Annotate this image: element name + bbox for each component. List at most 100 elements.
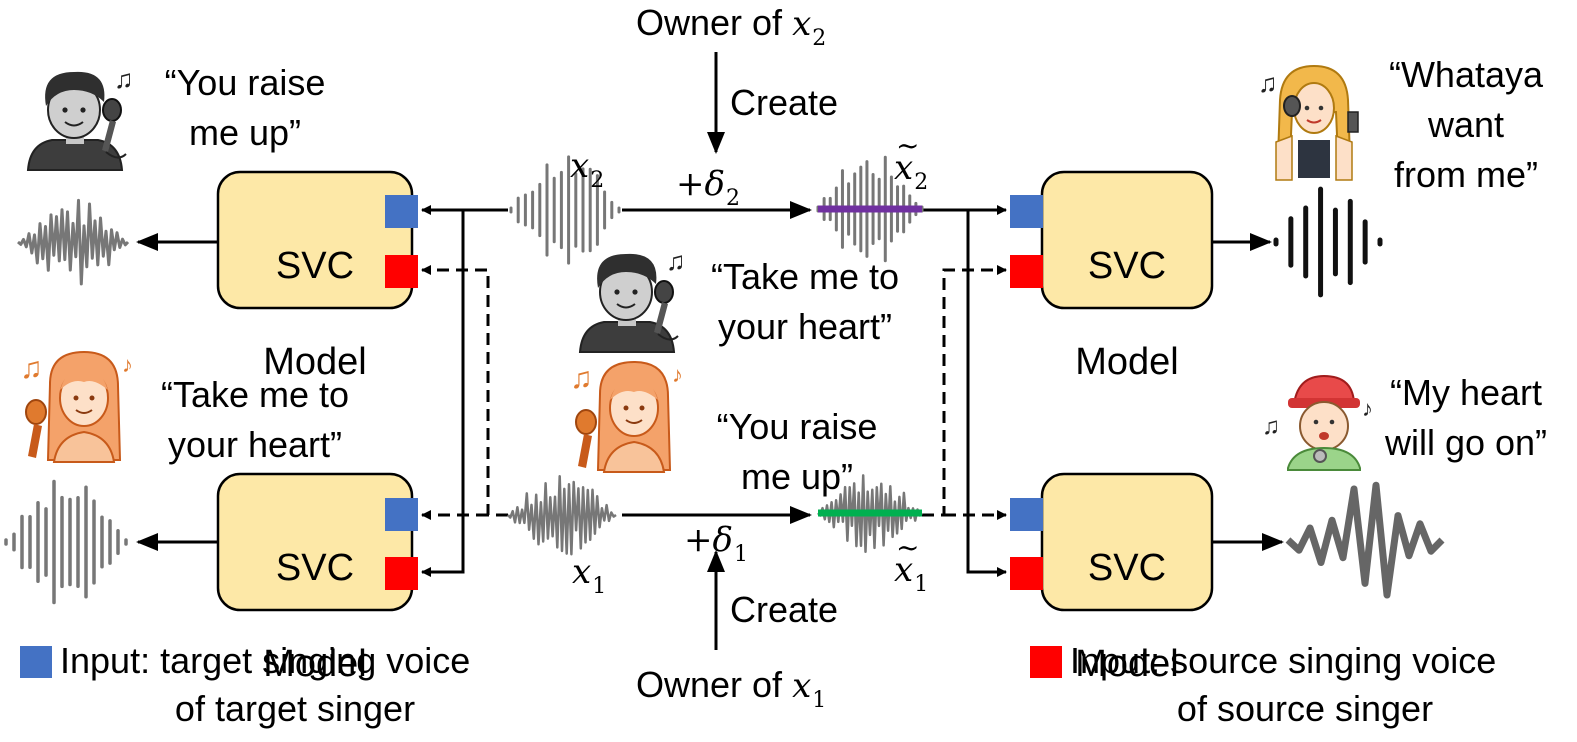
lyric-line: “Take me to bbox=[710, 256, 900, 297]
svc-model-box-top-left bbox=[216, 170, 414, 310]
owner-label-top: Owner of x2 bbox=[636, 0, 827, 51]
lyric-line: from me” bbox=[1394, 154, 1538, 195]
legend-red-line1: Input: source singing voice bbox=[1070, 640, 1497, 681]
signal-x1-tilde: x1 bbox=[894, 528, 929, 597]
model-label-line1: SVC bbox=[275, 547, 355, 589]
lyric-line: “Take me to bbox=[160, 374, 350, 415]
delta1-label: +δ1 bbox=[684, 520, 748, 567]
left-connectors bbox=[421, 205, 508, 577]
svg-text:♫: ♫ bbox=[570, 362, 593, 395]
svg-text:♫: ♫ bbox=[114, 64, 134, 94]
lyric-line: want bbox=[1427, 104, 1505, 145]
svc-model-label: SVC Model bbox=[1042, 194, 1212, 434]
female-singer-icon: ♫ ♪ bbox=[570, 360, 683, 473]
var: x bbox=[894, 528, 920, 590]
legend-swatch-red bbox=[1030, 646, 1062, 678]
blonde-singer-icon: ♫ bbox=[1258, 64, 1359, 181]
svg-text:♫: ♫ bbox=[1262, 413, 1280, 440]
signal-x2: x2 bbox=[570, 146, 605, 193]
model-label-line1: SVC bbox=[1087, 547, 1167, 589]
svg-text:♫: ♫ bbox=[666, 246, 686, 276]
waveform-trace bbox=[507, 475, 617, 556]
owner-var: x bbox=[792, 4, 812, 44]
red-input-port bbox=[1010, 557, 1043, 590]
blue-input-port bbox=[385, 195, 418, 228]
sub: 1 bbox=[914, 572, 929, 597]
sub: 2 bbox=[914, 170, 929, 195]
svc-model-label: SVC Model bbox=[218, 496, 412, 736]
svc-model-box-top-right bbox=[1040, 170, 1214, 310]
legend-swatch-blue bbox=[20, 646, 52, 678]
lyric-mid-right: “My heart will go on” bbox=[1366, 368, 1566, 468]
legend-blue-line1: Input: target singing voice bbox=[60, 640, 471, 681]
model-label-line1: SVC bbox=[275, 245, 355, 287]
legend-blue-line2: of target singer bbox=[174, 688, 416, 729]
svg-text:♫: ♫ bbox=[20, 352, 43, 385]
sub: 1 bbox=[592, 574, 607, 599]
svg-text:♪: ♪ bbox=[672, 362, 683, 387]
svc-model-label: SVC Model bbox=[1042, 496, 1212, 736]
lyric-line: me up” bbox=[740, 456, 854, 497]
red-input-port bbox=[385, 557, 418, 590]
owner-prefix: Owner of bbox=[636, 664, 783, 705]
op: + bbox=[676, 164, 705, 204]
lyric-line: will go on” bbox=[1384, 422, 1548, 463]
lyric-line: “My heart bbox=[1389, 372, 1543, 413]
signal-x2-tilde: x2 bbox=[894, 126, 929, 195]
lyric-top-right: “Whataya want from me” bbox=[1366, 50, 1566, 200]
lyric-line: me up” bbox=[188, 112, 302, 153]
lyric-center-lower: “You raise me up” bbox=[692, 402, 902, 502]
waveform-trace bbox=[17, 198, 130, 286]
right-connectors bbox=[922, 205, 1007, 577]
svg-text:♪: ♪ bbox=[122, 352, 133, 377]
svc-model-label: SVC Model bbox=[218, 194, 412, 434]
waveform-output-bottom-right bbox=[1285, 481, 1445, 599]
var: x bbox=[572, 552, 592, 592]
lyric-line: “Whataya bbox=[1388, 54, 1544, 95]
lyric-line: your heart” bbox=[167, 424, 343, 465]
sub: 2 bbox=[590, 168, 605, 193]
create-label-top: Create bbox=[730, 82, 839, 123]
owner-sub: 2 bbox=[812, 26, 827, 51]
blue-input-port bbox=[1010, 498, 1043, 531]
legend-red-line2: of source singer bbox=[1176, 688, 1434, 729]
create-label-bottom: Create bbox=[730, 589, 839, 630]
lyric-line: “You raise bbox=[716, 406, 878, 447]
red-input-port bbox=[1010, 255, 1043, 288]
lyric-line: your heart” bbox=[717, 306, 893, 347]
model-label-line2: Model bbox=[1075, 643, 1179, 685]
model-label-line2: Model bbox=[263, 341, 367, 383]
sub: 1 bbox=[733, 542, 748, 567]
waveform-output-top-right bbox=[1273, 186, 1383, 298]
model-label-line2: Model bbox=[263, 643, 367, 685]
owner-sub: 1 bbox=[812, 688, 827, 713]
delta2-label: +δ2 bbox=[676, 164, 740, 211]
owner-prefix: Owner of bbox=[636, 2, 783, 43]
lyric-center-upper: “Take me to your heart” bbox=[690, 252, 920, 352]
waveform-x1-tilde bbox=[817, 474, 923, 554]
blue-input-port bbox=[385, 498, 418, 531]
model-label-line2: Model bbox=[1075, 341, 1179, 383]
var: x bbox=[894, 126, 920, 188]
cap-singer-icon: ♫ ♪ bbox=[1262, 374, 1373, 471]
var: x bbox=[570, 146, 590, 186]
waveform-x2 bbox=[509, 155, 621, 265]
svg-text:♪: ♪ bbox=[1362, 396, 1373, 421]
waveform-output-bottom-left bbox=[4, 479, 128, 605]
lyric-top-left: “You raise me up” bbox=[140, 58, 350, 158]
blue-input-port bbox=[1010, 195, 1043, 228]
svg-text:♫: ♫ bbox=[1258, 68, 1278, 98]
male-singer-icon: ♫ bbox=[578, 246, 686, 353]
sub: 2 bbox=[725, 186, 740, 211]
lyric-mid-left: “Take me to your heart” bbox=[140, 370, 370, 470]
waveform-x1 bbox=[507, 475, 617, 556]
owner-label-bottom: Owner of x1 bbox=[636, 660, 827, 713]
op: + bbox=[684, 520, 713, 560]
owner-var: x bbox=[792, 666, 812, 706]
model-label-line1: SVC bbox=[1087, 245, 1167, 287]
female-singer-icon: ♫ ♪ bbox=[20, 350, 133, 463]
signal-x1: x1 bbox=[572, 552, 607, 599]
var: δ bbox=[712, 520, 733, 560]
lyric-line: “You raise bbox=[164, 62, 326, 103]
